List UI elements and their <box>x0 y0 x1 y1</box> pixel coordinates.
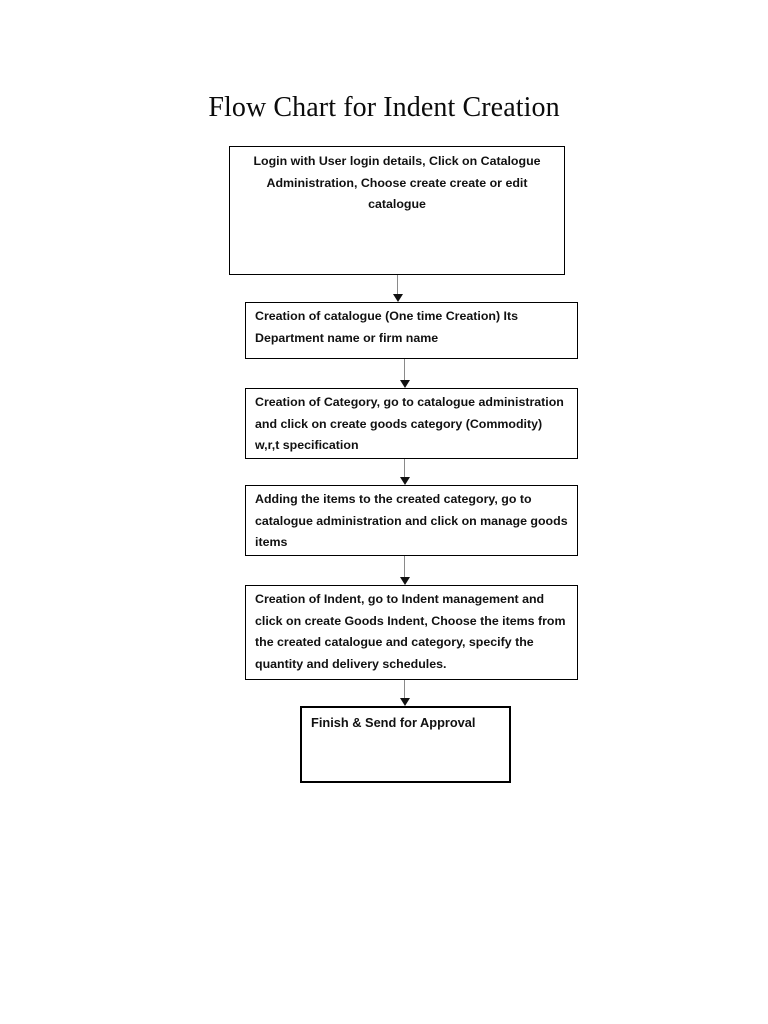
page-title: Flow Chart for Indent Creation <box>208 92 560 123</box>
flow-arrow-5-to-6 <box>398 680 412 706</box>
flowchart-node-5: Creation of Indent, go to Indent managem… <box>245 585 578 680</box>
arrow-head-down-icon <box>393 294 403 302</box>
flowchart-node-4-label: Adding the items to the created category… <box>255 492 568 549</box>
flowchart-node-2: Creation of catalogue (One time Creation… <box>245 302 578 359</box>
flow-arrow-2-to-3 <box>398 359 412 388</box>
flowchart-node-6-finish: Finish & Send for Approval <box>300 706 511 783</box>
flowchart-node-1-label: Login with User login details, Click on … <box>253 154 541 211</box>
arrow-line-icon <box>404 680 405 698</box>
flowchart-node-4: Adding the items to the created category… <box>245 485 578 556</box>
arrow-line-icon <box>404 459 405 477</box>
flowchart-node-6-label: Finish & Send for Approval <box>311 715 476 730</box>
flow-arrow-3-to-4 <box>398 459 412 485</box>
flowchart-node-3: Creation of Category, go to catalogue ad… <box>245 388 578 459</box>
flow-arrow-4-to-5 <box>398 556 412 585</box>
arrow-line-icon <box>397 275 398 294</box>
flowchart-node-3-label: Creation of Category, go to catalogue ad… <box>255 395 564 452</box>
flow-arrow-1-to-2 <box>391 275 405 302</box>
flowchart-node-2-label: Creation of catalogue (One time Creation… <box>255 309 518 345</box>
arrow-line-icon <box>404 556 405 577</box>
arrow-head-down-icon <box>400 380 410 388</box>
arrow-head-down-icon <box>400 698 410 706</box>
arrow-head-down-icon <box>400 477 410 485</box>
arrow-line-icon <box>404 359 405 380</box>
flowchart-node-5-label: Creation of Indent, go to Indent managem… <box>255 592 566 671</box>
arrow-head-down-icon <box>400 577 410 585</box>
flowchart-node-1: Login with User login details, Click on … <box>229 146 565 275</box>
